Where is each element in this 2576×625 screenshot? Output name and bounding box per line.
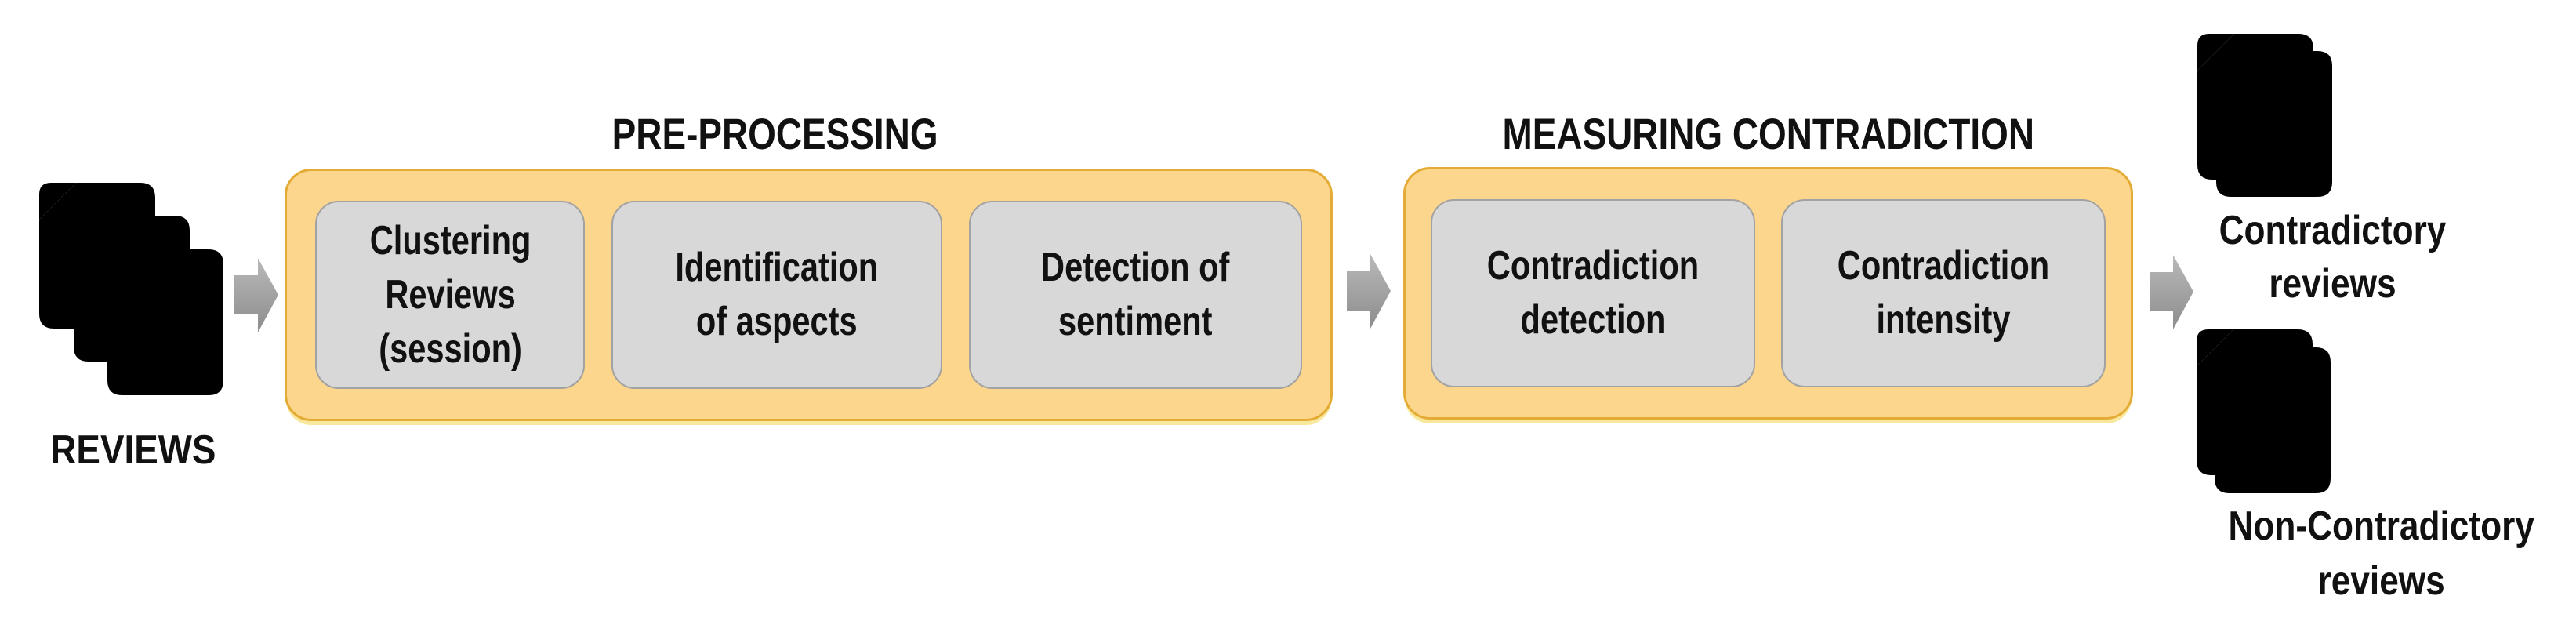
stage-preprocessing-group: Clustering Reviews (session) Identificat… [285,169,1333,421]
output-non-contradictory-label-text: Non-Contradictory reviews [2228,503,2535,604]
output-contradictory-label: Contradictory reviews [2187,204,2477,311]
step-detection-sentiment: Detection of sentiment [969,201,1302,389]
document-icon [107,249,223,395]
output-non-contradictory-label: Non-Contradictory reviews [2195,499,2568,609]
stage-title-preprocessing: PRE-PROCESSING [423,110,1128,158]
step-detection-sentiment-text: Detection of sentiment [1041,245,1230,344]
document-icon [2215,347,2331,493]
step-clustering-reviews: Clustering Reviews (session) [315,201,586,389]
flow-arrow-icon [1347,254,1391,329]
output-contradictory-stack [2193,30,2336,202]
input-reviews-label-text: REVIEWS [50,427,216,473]
step-identification-aspects-text: Identification of aspects [675,245,879,344]
flow-arrow-icon [234,258,278,332]
step-contradiction-detection-text: Contradiction detection [1486,243,1700,343]
step-contradiction-intensity: Contradiction intensity [1781,199,2106,387]
step-contradiction-detection: Contradiction detection [1431,199,1755,387]
output-contradictory-label-text: Contradictory reviews [2219,208,2446,307]
step-clustering-reviews-text: Clustering Reviews (session) [369,217,531,372]
output-non-contradictory-stack [2193,325,2335,498]
stage-measuring-contradiction-group: Contradiction detection Contradiction in… [1403,167,2133,420]
document-icon [2216,51,2332,197]
step-identification-aspects: Identification of aspects [611,201,943,389]
stage-title-measuring-contradiction: MEASURING CONTRADICTION [1416,110,2121,158]
stage-title-measuring-contradiction-text: MEASURING CONTRADICTION [1502,109,2035,158]
input-reviews-stack [35,179,227,406]
stage-title-preprocessing-text: PRE-PROCESSING [612,109,938,158]
step-contradiction-intensity-text: Contradiction intensity [1837,243,2050,343]
input-reviews-label: REVIEWS [16,423,251,477]
